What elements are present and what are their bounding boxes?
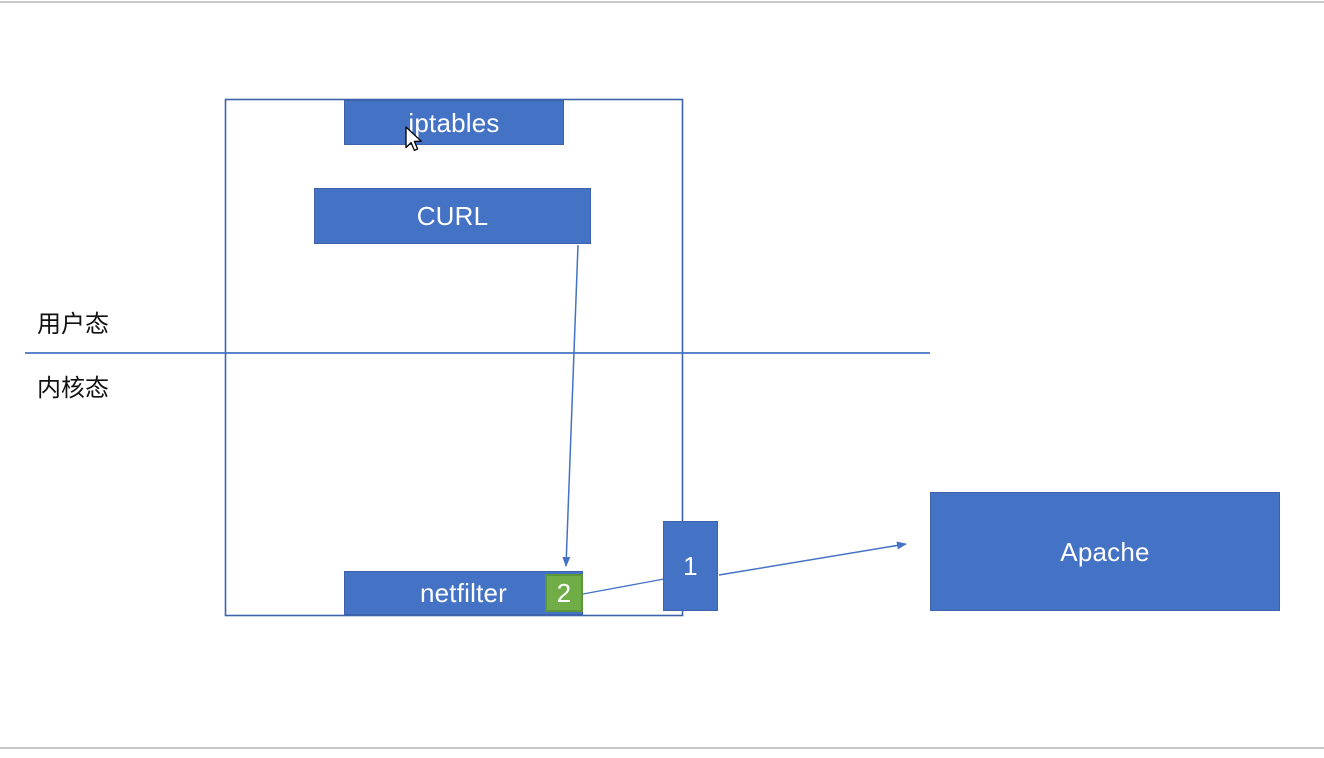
label-kernel-mode: 内核态 [37,375,109,402]
label-user-mode: 用户态 [37,311,109,338]
node-apache[interactable]: Apache [930,492,1280,611]
node-badge-step-2[interactable]: 2 [545,574,583,612]
node-curl[interactable]: CURL [314,188,591,244]
mouse-pointer-icon [405,126,422,152]
window-frame-bottom-divider [0,747,1324,749]
node-box-step-1[interactable]: 1 [663,521,718,611]
kernel-boundary-rect [224,98,684,617]
connector-box1-to-apache [718,541,907,576]
window-frame-top-divider [0,1,1324,3]
connector-netfilter-to-box1 [582,578,665,595]
node-iptables[interactable]: iptables [344,100,564,145]
connector-curl-to-netfilter [562,244,579,567]
node-netfilter[interactable]: netfilter [344,571,583,615]
